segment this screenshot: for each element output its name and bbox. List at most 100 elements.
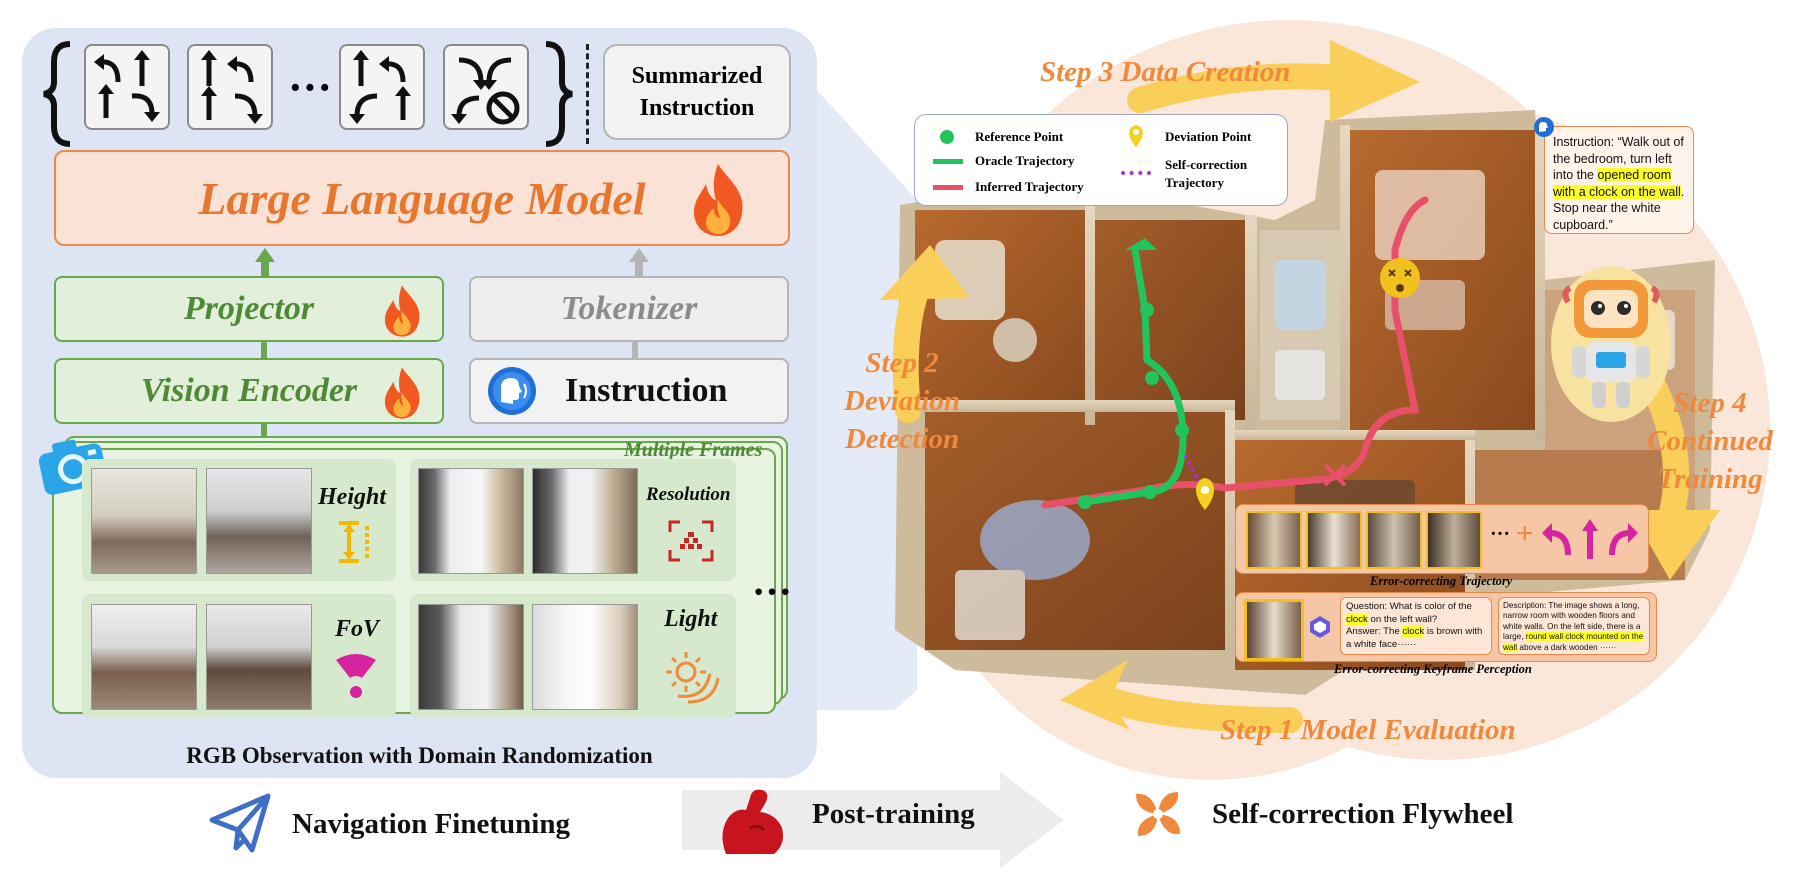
pinwheel-icon [1136, 792, 1180, 836]
post-training-label: Post-training [812, 798, 975, 830]
traj-plus: + [1516, 517, 1534, 550]
qa-a-post: is brown with a white face······ [1346, 626, 1483, 650]
flywheel-arrows [880, 40, 1720, 733]
step3-label: Step 3 Data Creation [1040, 56, 1291, 88]
connector-green-frames [261, 424, 267, 438]
vision-encoder-label: Vision Encoder [140, 372, 358, 409]
action-card-3 [339, 44, 425, 130]
up-arrow-gray [629, 248, 649, 276]
robot-icon [1551, 266, 1671, 422]
step2-line2: Deviation [844, 385, 960, 417]
inferred-trajectory [1041, 196, 1429, 509]
legend-self-correction-line [1121, 171, 1151, 175]
fire-icon [694, 164, 743, 236]
step4-line3: Training [1657, 463, 1763, 495]
step4-line1: Step 4 [1673, 387, 1747, 419]
keyframe-image [1244, 599, 1304, 661]
legend-oracle-trajectory: Oracle Trajectory [975, 153, 1075, 168]
legend-inferred-trajectory: Inferred Trajectory [975, 179, 1084, 194]
speaker-head-icon [1534, 117, 1554, 137]
step4-line2: Continued [1647, 425, 1773, 457]
legend-deviation-point: Deviation Point [1165, 129, 1252, 144]
frames-ellipsis: ··· [752, 569, 793, 614]
trajectory-legend: Reference Point Oracle Trajectory Inferr… [914, 114, 1288, 206]
speaker-head-icon [488, 367, 536, 415]
traj-frame-4 [1426, 511, 1482, 569]
dizzy-face-icon [1380, 258, 1420, 298]
house-floorplan-map [895, 110, 1715, 695]
traj-frame-2 [1306, 511, 1362, 569]
fire-icon [384, 285, 420, 337]
error-correcting-trajectory-label: Error-correcting Trajectory [1370, 574, 1513, 588]
llm-label: Large Language Model [198, 172, 646, 224]
traj-frame-1 [1246, 511, 1302, 569]
left-brace [43, 41, 71, 147]
summarized-instruction-box: Summarized Instruction [603, 44, 791, 140]
qa-a-pre: Answer: The [1346, 626, 1403, 637]
up-arrow-green [255, 248, 275, 276]
arrow-step1 [1097, 687, 1303, 733]
height-thumb-2 [206, 468, 312, 574]
connector-gray [632, 342, 638, 358]
qa-q-hl: clock [1346, 613, 1368, 625]
traj-ellipsis: ··· [1490, 523, 1511, 545]
reference-points [1078, 303, 1189, 509]
tokenizer-box: Tokenizer [469, 276, 789, 342]
error-correcting-keyframe-label: Error-correcting Keyframe Perception [1334, 662, 1532, 676]
panel-connector-wedge [817, 90, 917, 710]
flywheel-label: Self-correction Flywheel [1212, 798, 1514, 830]
light-thumb-2 [532, 604, 638, 710]
desc-post: above a dark wooden ······ [1517, 642, 1617, 652]
fov-thumb-2 [206, 604, 312, 710]
height-caption: Height [318, 484, 387, 510]
projector-box: Projector [54, 276, 444, 342]
correction-arrows-icon [1542, 519, 1638, 559]
step2-label: Step 2 Deviation Detection [842, 344, 962, 458]
fov-icon [336, 654, 376, 698]
step1-label: Step 1 Model Evaluation [1220, 714, 1516, 746]
summarized-instruction-line1: Summarized [631, 63, 763, 89]
muscle-arm-icon [722, 789, 783, 854]
turn-arrows-icon [94, 50, 160, 122]
instruction-quote-part1: Instruction: “Walk out of the bedroom, t… [1553, 135, 1684, 182]
instruction-label: Instruction [565, 372, 728, 409]
llm-box: Large Language Model [54, 150, 790, 246]
fire-icon [384, 367, 420, 419]
height-icon [339, 521, 369, 563]
error-correcting-trajectory-strip: ··· + [1235, 504, 1649, 574]
action-card-4 [443, 44, 529, 130]
instruction-quote-part2: . Stop near the white cupboard.” [1553, 184, 1685, 232]
legend-reference-point-marker [940, 130, 954, 144]
traj-frame-3 [1366, 511, 1422, 569]
tokenizer-label: Tokenizer [560, 290, 698, 327]
legend-self-correction-1: Self-correction [1165, 157, 1248, 172]
rgb-observation-caption: RGB Observation with Domain Randomizatio… [186, 743, 653, 768]
height-thumb-1 [91, 468, 197, 574]
legend-deviation-pin [1129, 125, 1143, 147]
trajectory-overlay [1041, 196, 1429, 510]
action-sequence-row [43, 41, 573, 147]
turn-arrows-icon [349, 50, 411, 124]
description-bubble: Description: The image shows a long, nar… [1498, 597, 1650, 655]
resolution-caption: Resolution [646, 484, 731, 505]
instruction-box: Instruction [469, 358, 789, 424]
stop-arrows-icon [451, 57, 520, 125]
projector-label: Projector [183, 290, 315, 327]
vision-encoder-box: Vision Encoder [54, 358, 444, 424]
qwen-logo-icon [1310, 616, 1330, 638]
dashed-divider [586, 44, 589, 144]
legend-reference-point: Reference Point [975, 129, 1064, 144]
goal-flag [1125, 238, 1157, 250]
desc-pre: Description: The image shows a long, nar… [1503, 601, 1641, 642]
right-brace [545, 41, 573, 147]
summarized-instruction-line2: Instruction [639, 95, 755, 121]
resolution-thumb-1 [418, 468, 524, 574]
light-caption: Light [664, 606, 718, 632]
multiple-frames-label: Multiple Frames [624, 439, 763, 461]
qa-q-pre: Question: What is color of the [1346, 601, 1472, 612]
fov-caption: FoV [335, 616, 380, 642]
paper-plane-icon [209, 793, 271, 853]
instruction-quote-box: Instruction: “Walk out of the bedroom, t… [1544, 126, 1694, 234]
arrow-step3 [1127, 63, 1353, 113]
action-ellipsis: ··· [288, 63, 333, 112]
